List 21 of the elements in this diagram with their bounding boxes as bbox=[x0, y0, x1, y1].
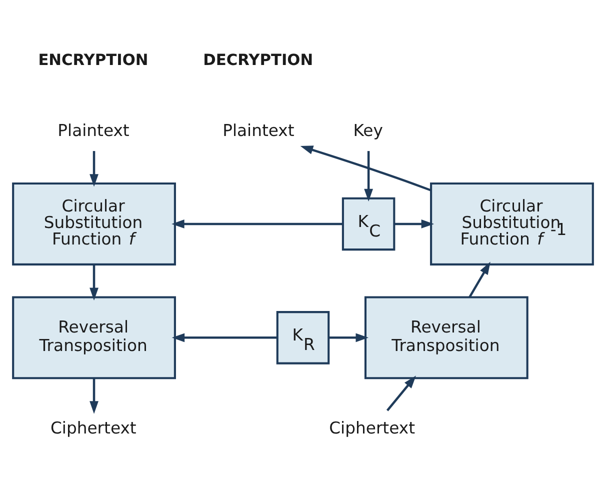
label: ENCRYPTION bbox=[38, 51, 148, 70]
node-box: Reversal Transposition bbox=[12, 296, 176, 380]
arrow bbox=[89, 264, 98, 301]
arrow bbox=[468, 262, 490, 298]
node-text: Plaintext bbox=[222, 121, 294, 140]
arrow bbox=[89, 151, 98, 187]
arrow bbox=[328, 333, 368, 342]
node-text: Ciphertext bbox=[50, 418, 136, 438]
arrow bbox=[394, 220, 434, 228]
arrow bbox=[89, 378, 98, 414]
arrow bbox=[364, 151, 373, 202]
node-text: Ciphertext bbox=[328, 418, 415, 438]
arrow bbox=[300, 146, 431, 192]
label: DECRYPTION bbox=[202, 51, 313, 70]
node-box: Circular Substitution Function f bbox=[12, 182, 176, 266]
arrow bbox=[386, 376, 416, 412]
arrow bbox=[171, 220, 342, 228]
node-box: Reversal Transposition bbox=[364, 296, 528, 380]
node-text: Plaintext bbox=[57, 121, 129, 140]
arrow bbox=[171, 333, 277, 342]
node-text: Key bbox=[352, 121, 382, 140]
